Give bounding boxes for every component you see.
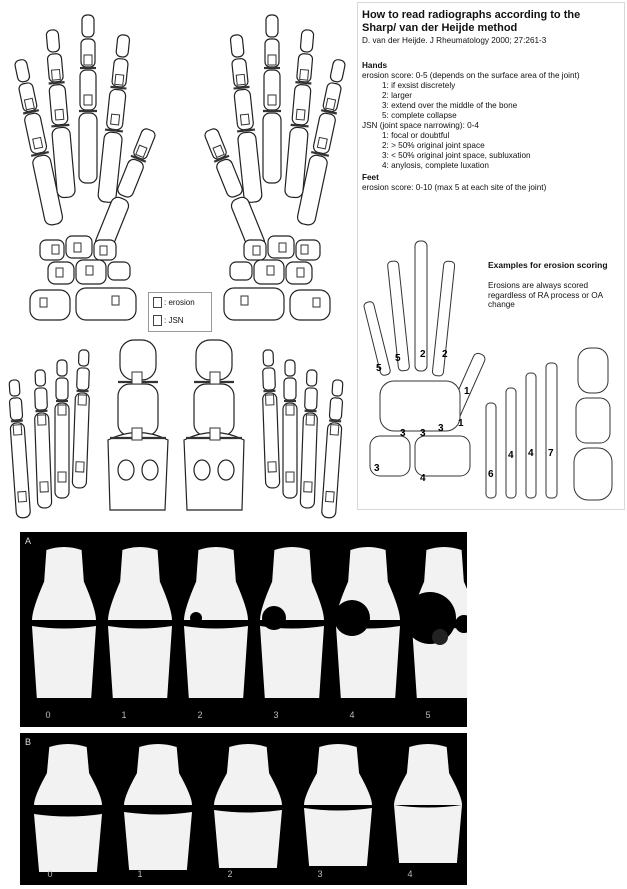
hands-jsn-line: JSN (joint space narrowing): 0-4 [362,121,479,131]
panel-a-joints [20,532,467,727]
hands-jsn-item: 1: focal or doubtful [362,131,449,141]
svg-text:4: 4 [508,450,514,461]
svg-text:6: 6 [488,469,494,480]
feet-heading: Feet [362,173,379,183]
hands-erosion-item: 3: extend over the middle of the bone [362,101,517,111]
legend-erosion: : erosion [153,297,195,308]
grade-label: 0 [38,710,58,720]
grade-label: 1 [130,869,150,879]
svg-text:2: 2 [420,349,426,360]
legend-jsn-label: : JSN [164,316,184,325]
svg-text:5: 5 [376,363,382,374]
svg-text:1: 1 [458,418,464,429]
joint-pair [34,744,102,872]
grade-label: 0 [40,869,60,879]
hands-erosion-line: erosion score: 0-5 (depends on the surfa… [362,71,580,81]
grade-label: 3 [310,869,330,879]
legend-erosion-label: : erosion [164,298,195,307]
svg-text:4: 4 [528,448,534,459]
right-foot-diagram [184,340,345,518]
left-foot-diagram [7,340,168,518]
joint-pair [334,547,400,698]
hands-jsn-item: 4: anylosis, complete luxation [362,161,489,171]
example-hand-illustration: 5 5 2 2 1 1 3 3 3 3 4 [360,231,490,481]
svg-text:1: 1 [464,386,470,397]
left-hand-diagram [11,15,158,320]
hands-heading: Hands [362,61,387,71]
svg-text:4: 4 [420,473,426,481]
svg-text:7: 7 [548,448,554,459]
examples-heading: Examples for erosion scoring [488,261,608,271]
svg-text:5: 5 [395,353,401,364]
grade-label: 5 [418,710,438,720]
hands-erosion-item: 2: larger [362,91,412,101]
erosion-grade-panel-a: A 0 1 2 3 4 5 [20,532,467,727]
svg-text:3: 3 [420,428,426,439]
svg-text:3: 3 [438,423,444,434]
feet-erosion-line: erosion score: 0-10 (max 5 at each site … [362,183,546,193]
joint-pair [184,547,248,698]
joint-pair [304,744,372,866]
joint-pair [108,547,172,698]
citation: D. van der Heijde. J Rheumatology 2000; … [362,36,546,46]
jsn-grade-panel-b: B 0 1 2 3 4 [20,733,467,885]
svg-text:2: 2 [442,349,448,360]
page-title: How to read radiographs according to the… [362,9,612,34]
joint-pair [260,547,324,698]
joint-pair [32,547,96,698]
scoring-info-panel: How to read radiographs according to the… [357,2,625,510]
example-foot-illustration: 6 4 4 7 [478,343,623,508]
panel-b-joints [20,733,467,885]
grade-label: 3 [266,710,286,720]
examples-note: Erosions are always scored regardless of… [488,281,623,310]
diagram-legend: : erosion : JSN [148,292,212,332]
hands-jsn-item: 2: > 50% original joint space [362,141,485,151]
grade-label: 2 [220,869,240,879]
joint-pair [404,547,467,698]
svg-text:3: 3 [400,428,406,439]
hands-erosion-item: 1: if exsist discretely [362,81,455,91]
erosion-box-icon [153,297,162,308]
grade-label: 4 [342,710,362,720]
grade-label: 4 [400,869,420,879]
hands-erosion-item: 5: complete collapse [362,111,457,121]
svg-text:3: 3 [374,463,380,474]
joint-pair [394,744,462,863]
legend-jsn: : JSN [153,315,184,326]
right-hand-diagram [202,15,349,320]
grade-label: 1 [114,710,134,720]
hands-feet-diagram [0,0,350,520]
hands-jsn-item: 3: < 50% original joint space, subluxati… [362,151,531,161]
joint-diagram-panel: : erosion : JSN [0,0,350,520]
jsn-box-icon [153,315,162,326]
grade-label: 2 [190,710,210,720]
joint-pair [124,744,192,870]
joint-pair [214,744,282,868]
